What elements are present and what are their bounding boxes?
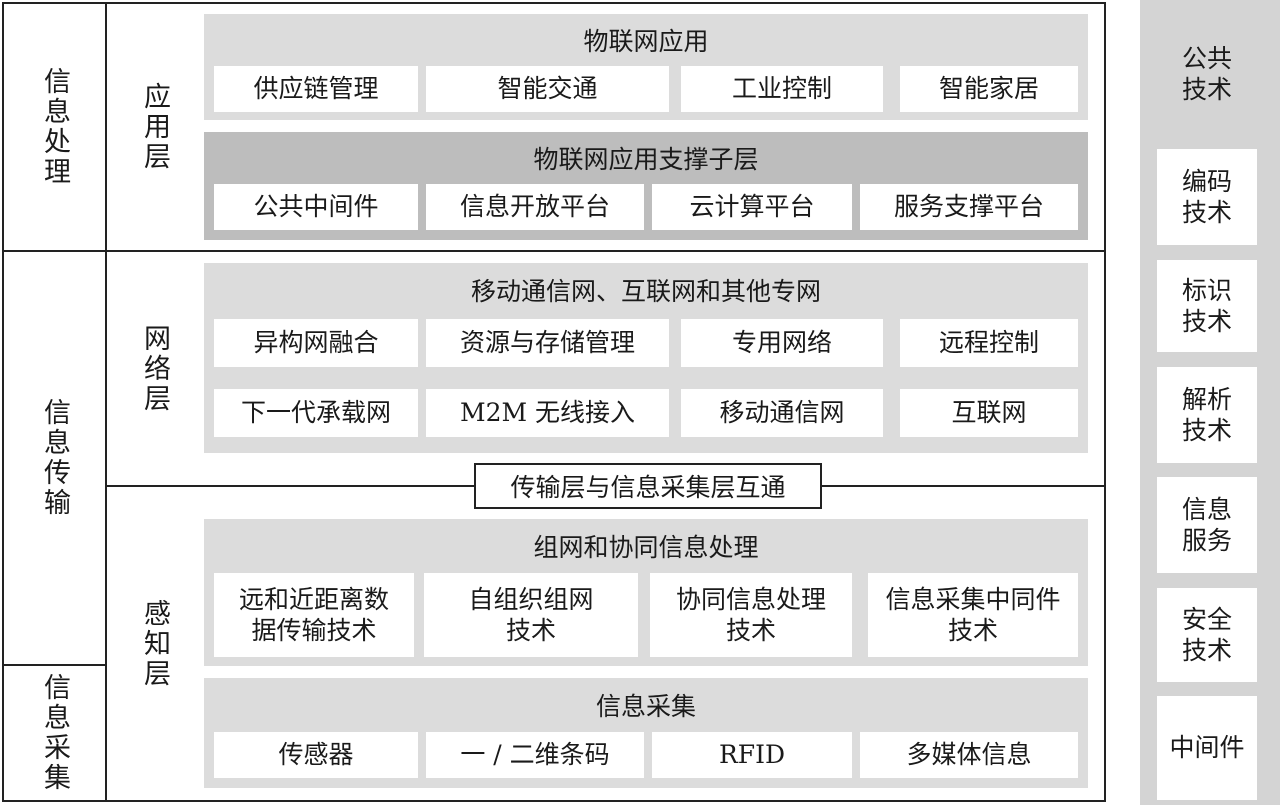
self-organizing-box: 自组织组网 技术 — [424, 573, 638, 657]
collection-middleware-box: 信息采集中同件 技术 — [868, 573, 1078, 657]
resolution-tech-box: 解析 技术 — [1157, 367, 1257, 463]
networks-title: 移动通信网、互联网和其他专网 — [470, 277, 821, 306]
rfid-box: RFID — [652, 732, 852, 778]
barcode-box: 一 / 二维条码 — [426, 732, 644, 778]
encoding-tech-box: 编码 技术 — [1157, 149, 1257, 245]
smart-traffic-box: 智能交通 — [426, 66, 669, 112]
info-transmission-label: 信息传输 — [39, 398, 71, 518]
collection-title: 信息采集 — [595, 692, 696, 721]
networks-panel: 移动通信网、互联网和其他专网 异构网融合 资源与存储管理 专用网络 远程控制 下… — [204, 263, 1088, 453]
architecture-frame — [2, 2, 1106, 802]
industrial-control-box: 工业控制 — [681, 66, 883, 112]
collection-divider — [2, 664, 106, 666]
security-tech-box: 安全 技术 — [1157, 588, 1257, 682]
next-gen-bearer-box: 下一代承载网 — [214, 389, 418, 437]
app-support-panel: 物联网应用支撑子层 公共中间件 信息开放平台 云计算平台 服务支撑平台 — [204, 132, 1088, 240]
m2m-wireless-box: M2M 无线接入 — [426, 389, 669, 437]
remote-control-box: 远程控制 — [900, 319, 1078, 367]
collaborative-processing-box: 协同信息处理 技术 — [650, 573, 852, 657]
sensor-box: 传感器 — [214, 732, 418, 778]
service-support-platform-box: 服务支撑平台 — [860, 184, 1078, 230]
internet-box: 互联网 — [900, 389, 1078, 437]
column-divider — [105, 2, 107, 802]
application-layer-label: 应用层 — [139, 82, 171, 172]
iot-application-title: 物联网应用 — [583, 27, 709, 56]
app-support-title: 物联网应用支撑子层 — [533, 145, 759, 174]
mobile-network-box: 移动通信网 — [681, 389, 883, 437]
smart-home-box: 智能家居 — [900, 66, 1078, 112]
dedicated-network-box: 专用网络 — [681, 319, 883, 367]
info-service-box: 信息 服务 — [1157, 477, 1257, 573]
heterogeneous-fusion-box: 异构网融合 — [214, 319, 418, 367]
common-middleware-box: 公共中间件 — [214, 184, 418, 230]
cloud-platform-box: 云计算平台 — [652, 184, 852, 230]
common-tech-header: 公共 技术 — [1181, 43, 1232, 104]
network-layer-label: 网络层 — [139, 323, 171, 414]
resource-storage-box: 资源与存储管理 — [426, 319, 669, 367]
distance-transmission-box: 远和近距离数 据传输技术 — [214, 573, 414, 657]
iot-application-panel: 物联网应用 供应链管理 智能交通 工业控制 智能家居 — [204, 14, 1088, 120]
networking-panel: 组网和协同信息处理 远和近距离数 据传输技术 自组织组网 技术 协同信息处理 技… — [204, 519, 1088, 666]
multimedia-box: 多媒体信息 — [860, 732, 1078, 778]
middleware-box: 中间件 — [1157, 696, 1257, 800]
open-info-platform-box: 信息开放平台 — [426, 184, 644, 230]
identification-tech-box: 标识 技术 — [1157, 260, 1257, 352]
networking-title: 组网和协同信息处理 — [533, 533, 759, 562]
perception-layer-label: 感知层 — [139, 598, 171, 689]
collection-panel: 信息采集 传感器 一 / 二维条码 RFID 多媒体信息 — [204, 678, 1088, 788]
layer-interconnect-box: 传输层与信息采集层互通 — [474, 463, 822, 509]
info-processing-label: 信息处理 — [39, 67, 71, 187]
info-collection-label: 信息采集 — [39, 673, 71, 793]
supply-chain-box: 供应链管理 — [214, 66, 418, 112]
application-layer-divider — [2, 250, 1106, 252]
